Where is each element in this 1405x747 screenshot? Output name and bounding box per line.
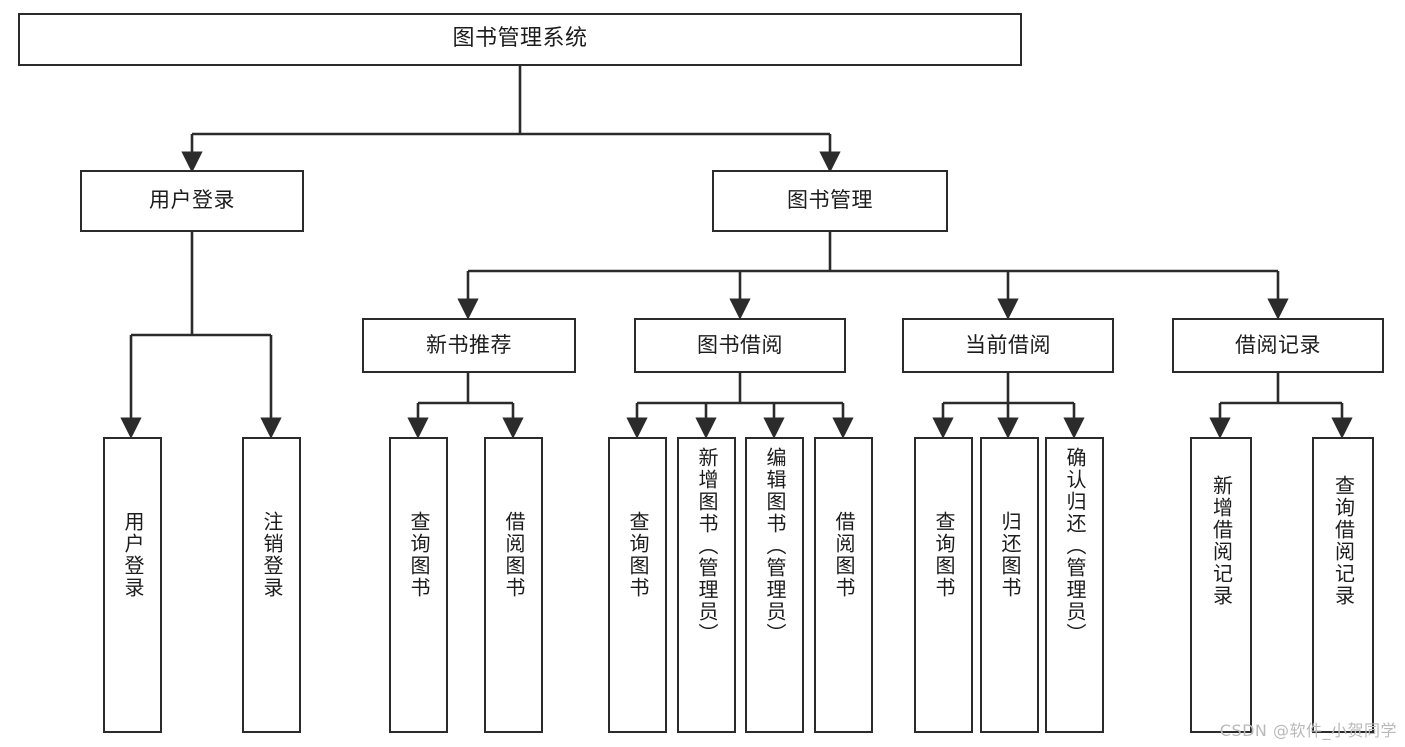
node-label: 新书推荐 [426,332,512,357]
leaf-borrow-book-newbook[interactable]: 借阅图书 [484,437,543,733]
node-library-management-system[interactable]: 图书管理系统 [18,13,1022,66]
leaf-label: 查询图书 [626,511,650,599]
node-label: 图书借阅 [697,332,783,357]
node-label: 用户登录 [149,188,235,213]
node-label: 图书管理 [787,188,873,213]
leaf-add-borrow-record[interactable]: 新增借阅记录 [1190,437,1252,733]
leaf-label: 新增图书（管理员） [695,447,719,645]
leaf-query-borrow-record[interactable]: 查询借阅记录 [1312,437,1374,733]
leaf-label: 查询图书 [407,511,431,599]
node-book-management[interactable]: 图书管理 [712,170,948,232]
leaf-label: 用户登录 [121,511,145,599]
leaf-label: 查询借阅记录 [1331,475,1356,607]
leaf-label: 新增借阅记录 [1209,475,1234,607]
leaf-label: 编辑图书（管理员） [763,447,787,645]
leaf-label: 查询图书 [932,511,956,599]
node-borrow-record[interactable]: 借阅记录 [1172,318,1384,373]
leaf-label: 借阅图书 [832,511,856,599]
leaf-user-login[interactable]: 用户登录 [103,437,162,733]
leaf-edit-book-admin[interactable]: 编辑图书（管理员） [745,437,804,733]
leaf-label: 归还图书 [998,511,1022,599]
leaf-query-book-borrow[interactable]: 查询图书 [608,437,667,733]
leaf-confirm-return-admin[interactable]: 确认归还（管理员） [1045,437,1104,733]
node-label: 借阅记录 [1235,332,1321,357]
leaf-return-book[interactable]: 归还图书 [980,437,1039,733]
node-label: 当前借阅 [965,332,1051,357]
leaf-query-book-newbook[interactable]: 查询图书 [389,437,448,733]
leaf-label: 确认归还（管理员） [1063,447,1087,645]
node-current-borrow[interactable]: 当前借阅 [902,318,1114,373]
leaf-label: 注销登录 [260,511,284,599]
leaf-borrow-book-borrow[interactable]: 借阅图书 [814,437,873,733]
node-book-borrow[interactable]: 图书借阅 [634,318,846,373]
leaf-label: 借阅图书 [502,511,526,599]
node-label: 图书管理系统 [452,26,588,52]
node-new-book-recommend[interactable]: 新书推荐 [362,318,576,373]
leaf-logout-login[interactable]: 注销登录 [242,437,301,733]
leaf-query-book-current[interactable]: 查询图书 [914,437,973,733]
node-user-login[interactable]: 用户登录 [80,170,304,232]
leaf-add-book-admin[interactable]: 新增图书（管理员） [677,437,736,733]
